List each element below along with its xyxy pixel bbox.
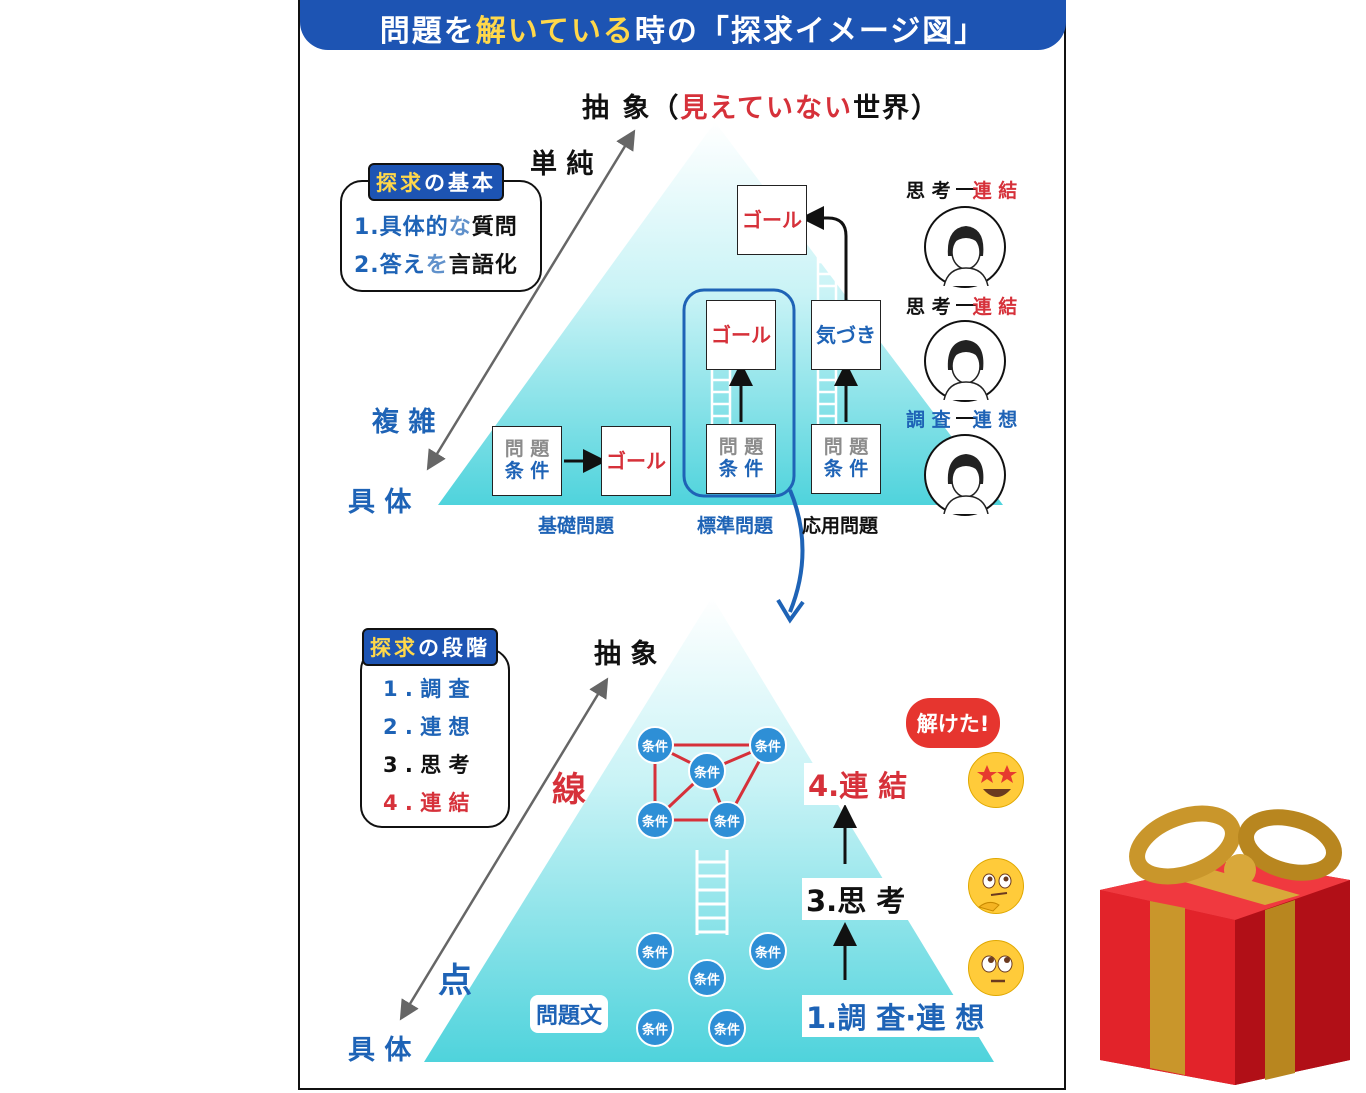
person-avatar: [924, 206, 1006, 288]
bottom-axis-arrow: [399, 677, 609, 1021]
line-label: 線: [552, 770, 586, 810]
star-eyes-emoji: [968, 752, 1024, 808]
point-label: 点: [438, 961, 472, 1001]
title-bar: [300, 0, 1066, 50]
basic-item-2: 2.答えを言語化: [354, 253, 518, 278]
person-1-label: 思 考連 結: [906, 180, 1018, 202]
step-research: 1.調 査·連 想: [802, 995, 989, 1037]
standard-highlight: [682, 288, 796, 498]
condition-node: 条件: [749, 726, 787, 764]
problem-text-label: 問題文: [530, 995, 609, 1033]
standard-goal-box: ゴール: [706, 300, 776, 370]
category-applied: 応用問題: [802, 515, 879, 537]
top-axis-arrow: [426, 129, 636, 471]
ladder-icon: [695, 850, 729, 935]
category-standard: 標準問題: [697, 515, 774, 537]
top-apex-label: 抽 象（見えていない世界）: [582, 93, 941, 124]
condition-node: 条件: [688, 959, 726, 997]
solved-callout: 解けた!: [906, 698, 1000, 748]
rolling-eyes-emoji: [968, 940, 1024, 996]
step-think: 3.思 考: [802, 878, 910, 920]
condition-node: 条件: [636, 801, 674, 839]
person-2-label: 思 考連 結: [906, 296, 1018, 318]
condition-node: 条件: [688, 752, 726, 790]
bottom-abstract-label: 抽 象: [594, 639, 658, 670]
stage-2: 2 . 連 想: [383, 715, 470, 739]
bottom-concrete-label: 具 体: [348, 1035, 412, 1066]
basics-tag: 探求の基本: [368, 163, 504, 201]
condition-node: 条件: [636, 1009, 674, 1047]
person-3-label: 調 査連 想: [906, 409, 1018, 431]
person-avatar: [924, 320, 1006, 402]
category-basic: 基礎問題: [538, 515, 615, 537]
complex-label: 複 雑: [372, 407, 436, 438]
basic-item-1: 1.具体的な質問: [354, 215, 518, 240]
gift-box-icon: [1100, 805, 1350, 1085]
condition-node: 条件: [708, 801, 746, 839]
condition-node: 条件: [708, 1009, 746, 1047]
condition-node: 条件: [636, 726, 674, 764]
basic-problem-box: 問 題条 件: [492, 426, 562, 496]
stage-3: 3 . 思 考: [383, 753, 470, 777]
person-avatar: [924, 434, 1006, 516]
condition-node: 条件: [636, 932, 674, 970]
stage-1: 1 . 調 査: [383, 677, 470, 701]
transition-arrow: [788, 489, 805, 613]
applied-problem-box: 問 題条 件: [811, 424, 881, 494]
ladder-icon: [710, 240, 838, 424]
standard-problem-box: 問 題条 件: [706, 424, 776, 494]
applied-notice-box: 気づき: [811, 300, 881, 370]
simple-label: 単 純: [530, 149, 594, 180]
applied-goal-box: ゴール: [737, 185, 807, 255]
thinking-emoji: [968, 858, 1024, 914]
step-connect: 4.連 結: [804, 763, 912, 805]
stages-panel: [360, 648, 510, 828]
page-title: 問題を解いている時の「探求イメージ図」: [379, 14, 987, 49]
stage-4: 4 . 連 結: [383, 791, 470, 815]
top-concrete-label: 具 体: [348, 487, 412, 518]
condition-node: 条件: [749, 932, 787, 970]
stages-tag: 探求の段階: [362, 628, 498, 666]
basic-goal-box: ゴール: [601, 426, 671, 496]
